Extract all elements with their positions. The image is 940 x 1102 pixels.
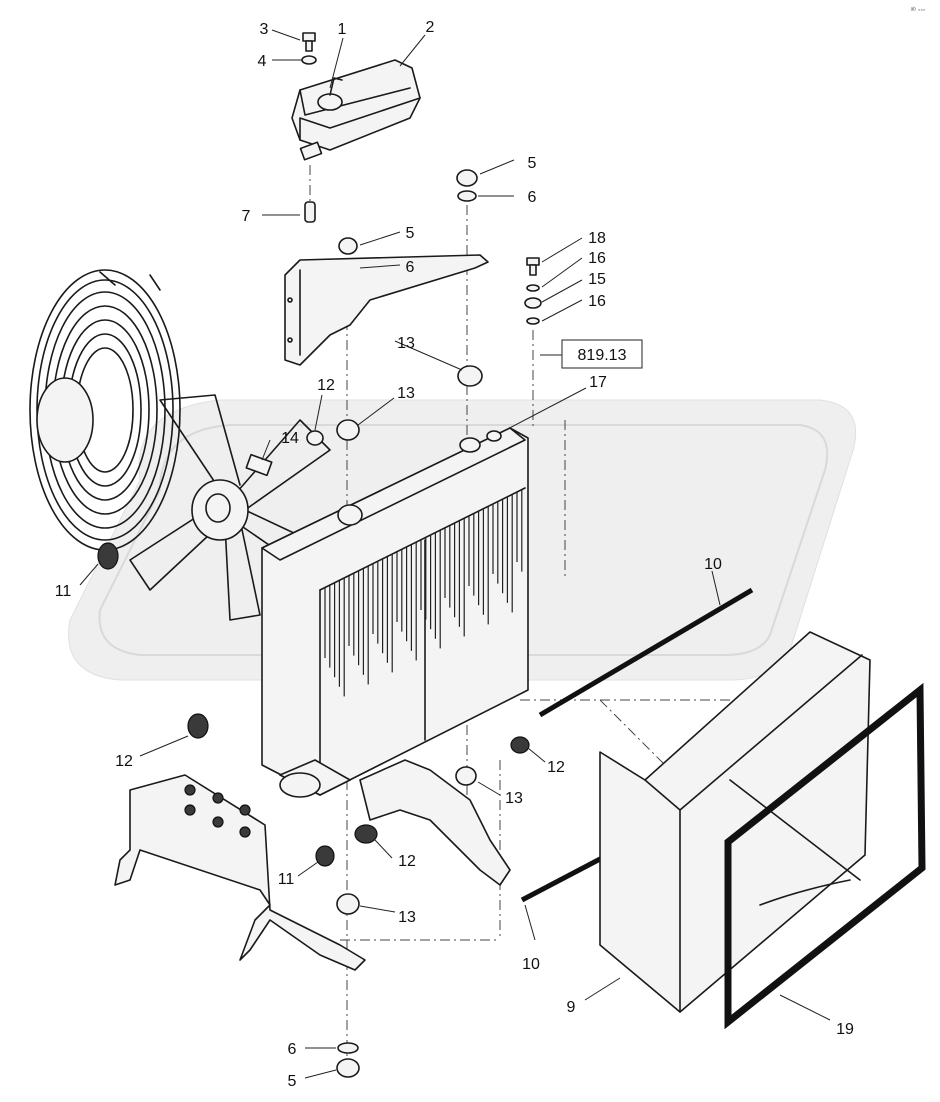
callout-6: 6 — [288, 1041, 297, 1058]
bottom-nut — [336, 1042, 360, 1078]
callout-10: 10 — [522, 956, 540, 973]
callout-6: 6 — [528, 189, 537, 206]
callout-15: 15 — [588, 271, 606, 288]
callout-13: 13 — [397, 385, 415, 402]
callout-10: 10 — [704, 556, 722, 573]
callout-16: 16 — [588, 250, 606, 267]
hose-7 — [304, 201, 316, 223]
upper-bracket — [284, 254, 489, 366]
radiator-core — [261, 427, 529, 798]
rubber-strips — [520, 587, 754, 903]
callout-9: 9 — [567, 999, 576, 1016]
callout-12: 12 — [115, 753, 133, 770]
expansion-tank — [291, 59, 421, 161]
callout-6: 6 — [406, 259, 415, 276]
callout-labels: 1 2 3 4 5 6 7 5 6 18 16 15 16 13 17 12 1… — [55, 19, 854, 1090]
temperature-sensor-14 — [245, 453, 273, 477]
callout-5: 5 — [528, 155, 537, 172]
callout-19: 19 — [836, 1021, 854, 1038]
callout-16: 16 — [588, 293, 606, 310]
callout-17: 17 — [589, 374, 607, 391]
callout-4: 4 — [258, 53, 267, 70]
reference-box: 819.13 — [561, 339, 643, 369]
lower-bracket — [114, 759, 511, 971]
leader-lines — [79, 29, 831, 1079]
callout-3: 3 — [260, 21, 269, 38]
callout-13: 13 — [505, 790, 523, 807]
seal-frame — [724, 682, 926, 1030]
bolt-3 — [301, 32, 317, 65]
callout-13: 13 — [397, 335, 415, 352]
callout-12: 12 — [398, 853, 416, 870]
callout-14: 14 — [281, 430, 299, 447]
rubber-mounts — [306, 365, 502, 915]
reference-box-text: 819.13 — [578, 347, 627, 364]
corner-mark: ᵃᵇ ◦◦◦ — [911, 7, 926, 14]
callout-5: 5 — [288, 1073, 297, 1090]
callout-12: 12 — [317, 377, 335, 394]
callout-1: 1 — [338, 21, 347, 38]
hose-fittings — [97, 542, 530, 867]
callout-18: 18 — [588, 230, 606, 247]
callout-5: 5 — [406, 225, 415, 242]
callout-7: 7 — [242, 208, 251, 225]
callout-12: 12 — [547, 759, 565, 776]
callout-13: 13 — [398, 909, 416, 926]
fan-shroud — [599, 631, 871, 1013]
callout-11: 11 — [278, 871, 295, 888]
callout-2: 2 — [426, 19, 435, 36]
callout-11: 11 — [55, 583, 72, 600]
radiator-fins — [324, 489, 523, 697]
bolt-18-assembly — [524, 257, 542, 325]
